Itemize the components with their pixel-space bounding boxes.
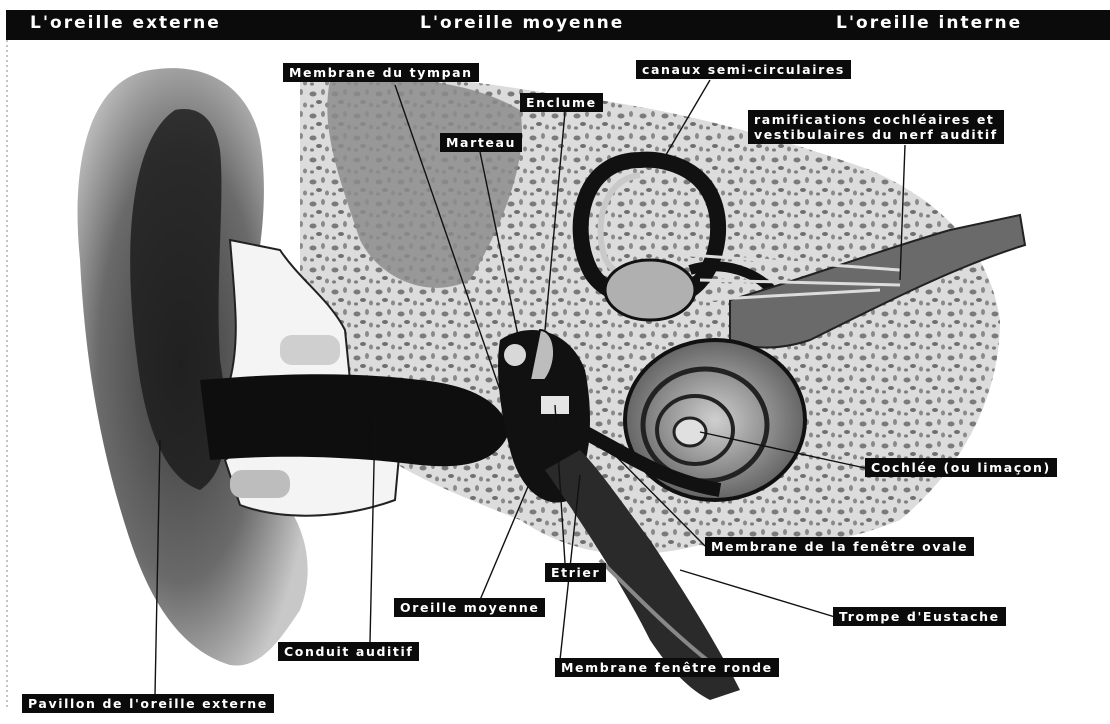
label-conduit-auditif: Conduit auditif xyxy=(278,642,419,661)
label-pavillon: Pavillon de l'oreille externe xyxy=(22,694,274,713)
label-etrier: Etrier xyxy=(545,563,606,582)
section-inner-ear: L'oreille interne xyxy=(836,13,1022,33)
label-enclume: Enclume xyxy=(520,93,603,112)
section-middle-ear: L'oreille moyenne xyxy=(420,13,624,33)
malleus-head xyxy=(503,343,527,367)
label-nerf-line-2: vestibulaires du nerf auditif xyxy=(754,127,998,142)
cartilage-hole-2 xyxy=(230,470,290,498)
label-nerf-line-1: ramifications cochléaires et xyxy=(754,112,998,127)
label-cochlee: Cochlée (ou limaçon) xyxy=(865,458,1057,477)
label-canaux-semi-circulaires: canaux semi-circulaires xyxy=(636,60,851,79)
section-outer-ear: L'oreille externe xyxy=(30,13,221,33)
label-oreille-moyenne: Oreille moyenne xyxy=(394,598,545,617)
label-nerf-auditif: ramifications cochléaires et vestibulair… xyxy=(748,110,1004,144)
label-membrane-tympan: Membrane du tympan xyxy=(283,63,479,82)
label-fenetre-ronde: Membrane fenêtre ronde xyxy=(555,658,779,677)
label-trompe-eustache: Trompe d'Eustache xyxy=(833,607,1006,626)
label-fenetre-ovale: Membrane de la fenêtre ovale xyxy=(705,537,974,556)
cartilage-hole-1 xyxy=(280,335,340,365)
label-marteau: Marteau xyxy=(440,133,522,152)
vestibule xyxy=(605,260,695,320)
